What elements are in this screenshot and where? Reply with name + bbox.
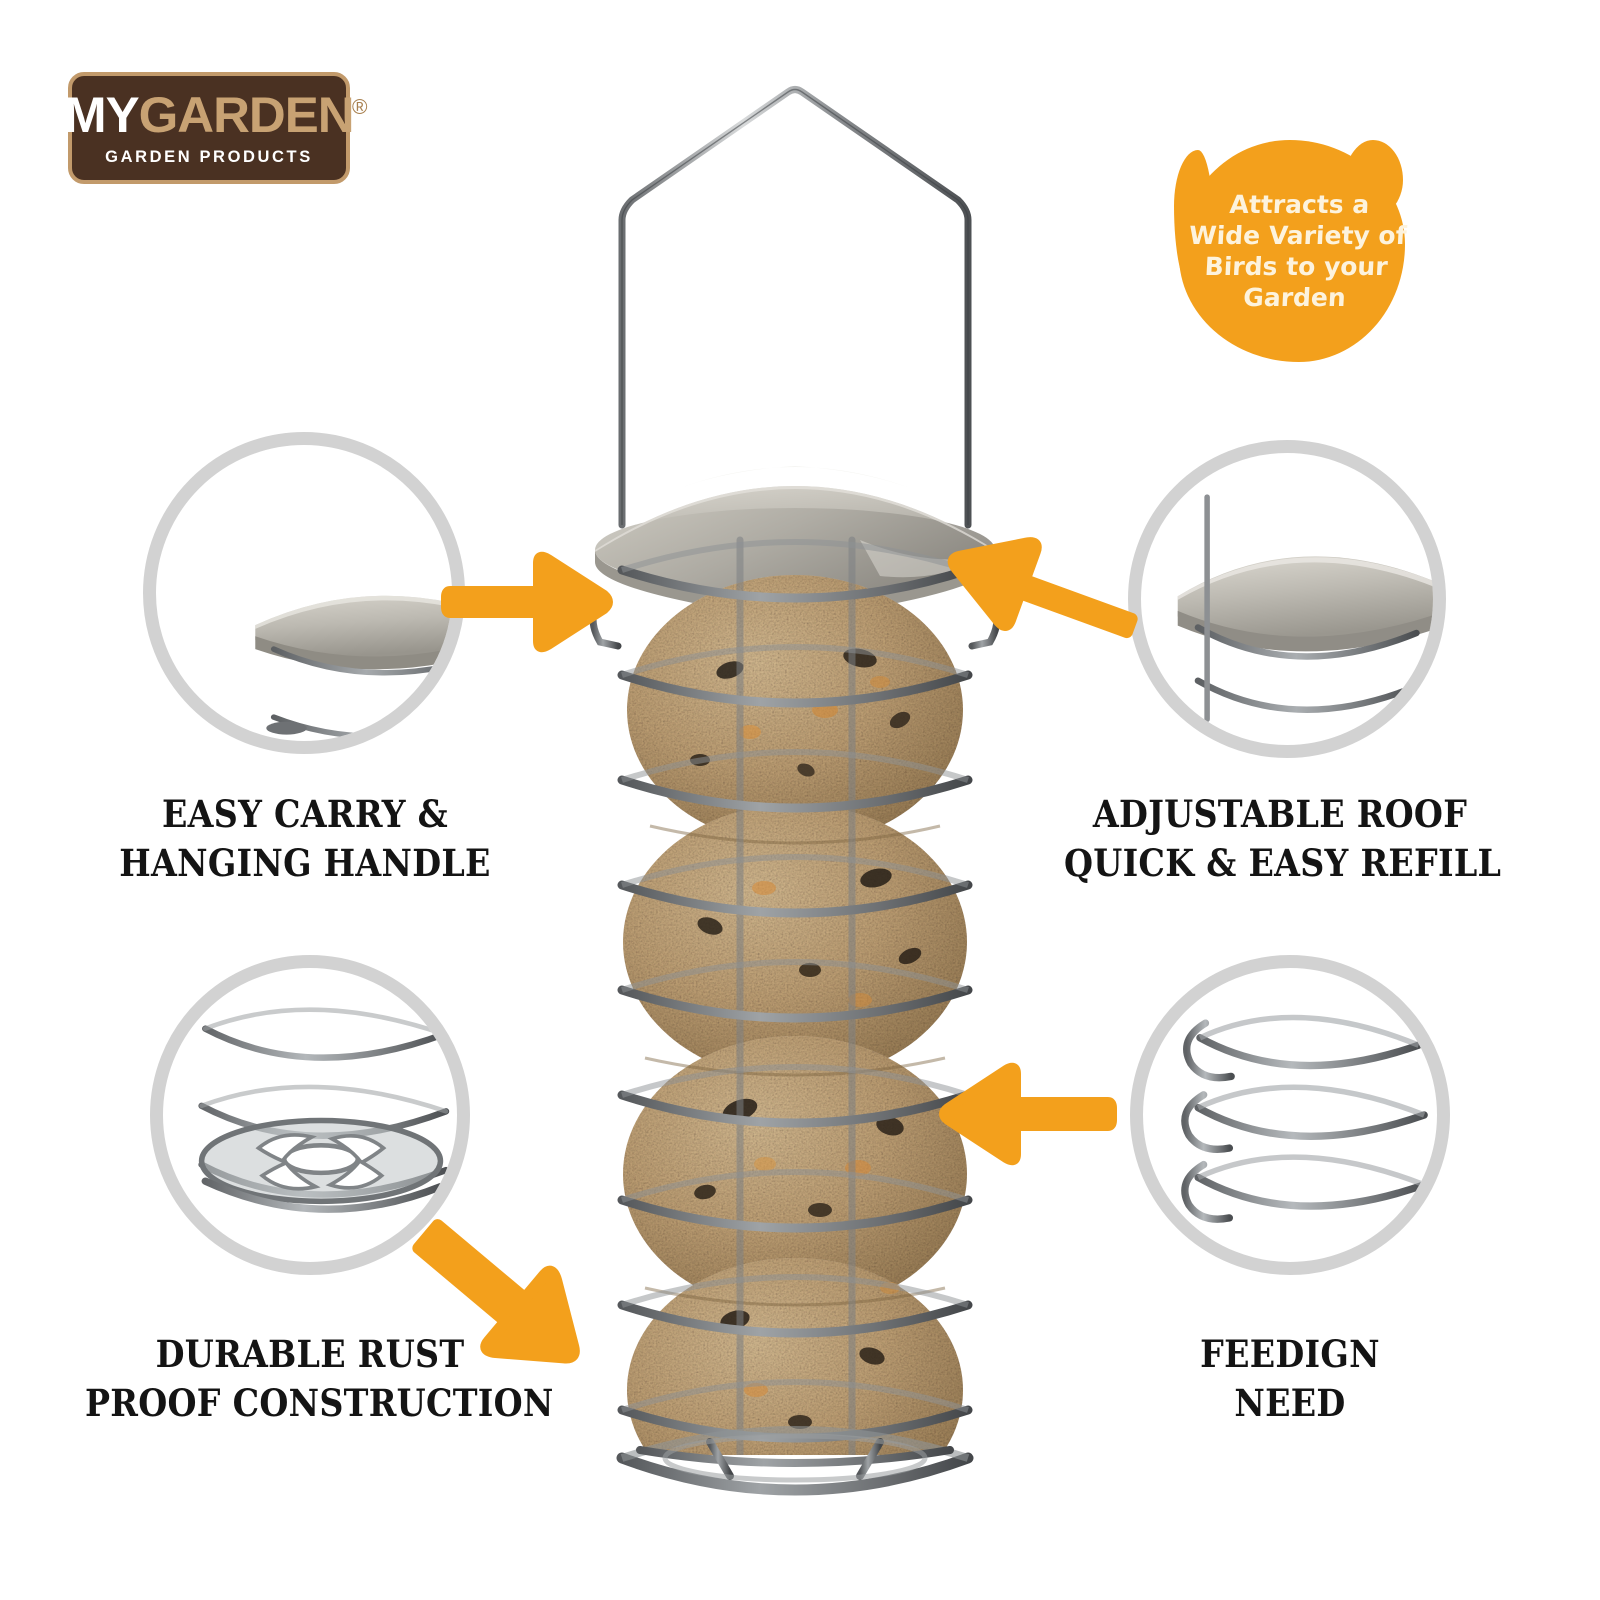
caption-adjustable-roof-line1: ADJUSTABLE ROOF [1092, 792, 1468, 836]
cage-horizontal-rings [617, 565, 973, 1443]
brand-name-garden: GARDEN [138, 86, 355, 143]
badge-line-4: Garden [1242, 283, 1347, 312]
brand-logo: MYGARDEN GARDEN PRODUCTS [64, 72, 355, 184]
product-image-bird-feeder [560, 70, 1030, 1530]
caption-easy-carry-line1: EASY CARRY & [162, 792, 448, 836]
arrow-easy-carry [441, 551, 613, 653]
feature-circle-durable-rust-proof [150, 955, 470, 1275]
caption-feeding-need: FEEDIGN NEED [1146, 1330, 1434, 1428]
caption-easy-carry: EASY CARRY & HANGING HANDLE [103, 790, 508, 888]
arrow-durable-rust-proof [400, 1219, 600, 1364]
brand-tagline: GARDEN PRODUCTS [105, 147, 313, 166]
caption-durable-rust-proof: DURABLE RUST PROOF CONSTRUCTION [85, 1330, 554, 1428]
detail-roof-lid-and-handle [255, 459, 452, 740]
caption-durable-line2: PROOF CONSTRUCTION [85, 1380, 554, 1425]
caption-adjustable-roof-line2: QUICK & EASY REFILL [1064, 840, 1502, 885]
badge-line-1: Attracts a [1228, 190, 1371, 219]
feature-circle-feeding-need [1130, 955, 1450, 1275]
arrow-adjustable-roof [945, 528, 1138, 658]
arrow-feeding-need [930, 1062, 1117, 1166]
caption-easy-carry-line2: HANGING HANDLE [119, 840, 491, 885]
arrow-left-icon [939, 1062, 1117, 1166]
arrow-right-icon [441, 551, 613, 653]
perforated-base-plate [198, 1117, 444, 1205]
feeder-base [616, 1426, 974, 1496]
arrow-up-left-icon [947, 537, 1138, 639]
detail-base-plate [198, 971, 450, 1220]
badge-line-2: Wide Variety of [1188, 221, 1408, 250]
cage-and-fatballs [617, 527, 973, 1455]
brand-wordmark: MYGARDEN [64, 86, 355, 143]
caption-feeding-line1: FEEDIGN [1200, 1332, 1380, 1376]
caption-feeding-line2: NEED [1234, 1380, 1346, 1425]
caption-durable-line1: DURABLE RUST [155, 1332, 465, 1376]
feature-circle-adjustable-roof [1128, 440, 1446, 758]
arrow-down-right-icon [412, 1219, 580, 1364]
detail-roof-over-cage-ring [1177, 494, 1433, 745]
badge-line-3: Birds to your [1203, 252, 1389, 281]
attracts-birds-badge: Attracts a Wide Variety of Birds to your… [1174, 140, 1407, 362]
badge-text: Attracts a Wide Variety of Birds to your… [1173, 140, 1411, 362]
cage-vertical-bars-back [736, 536, 856, 1455]
caption-adjustable-roof: ADJUSTABLE ROOF QUICK & EASY REFILL [1064, 790, 1502, 888]
detail-cage-wire-mesh [1181, 980, 1428, 1254]
hanging-handle-wire [618, 86, 972, 529]
brand-name-my: MY [64, 86, 139, 143]
registered-trademark-icon: ® [352, 96, 368, 119]
feeder-illustration [589, 86, 1001, 1496]
badge-blob-shape [1174, 140, 1405, 362]
feature-circle-easy-carry [143, 432, 465, 754]
cage-rings-back [621, 539, 969, 1413]
